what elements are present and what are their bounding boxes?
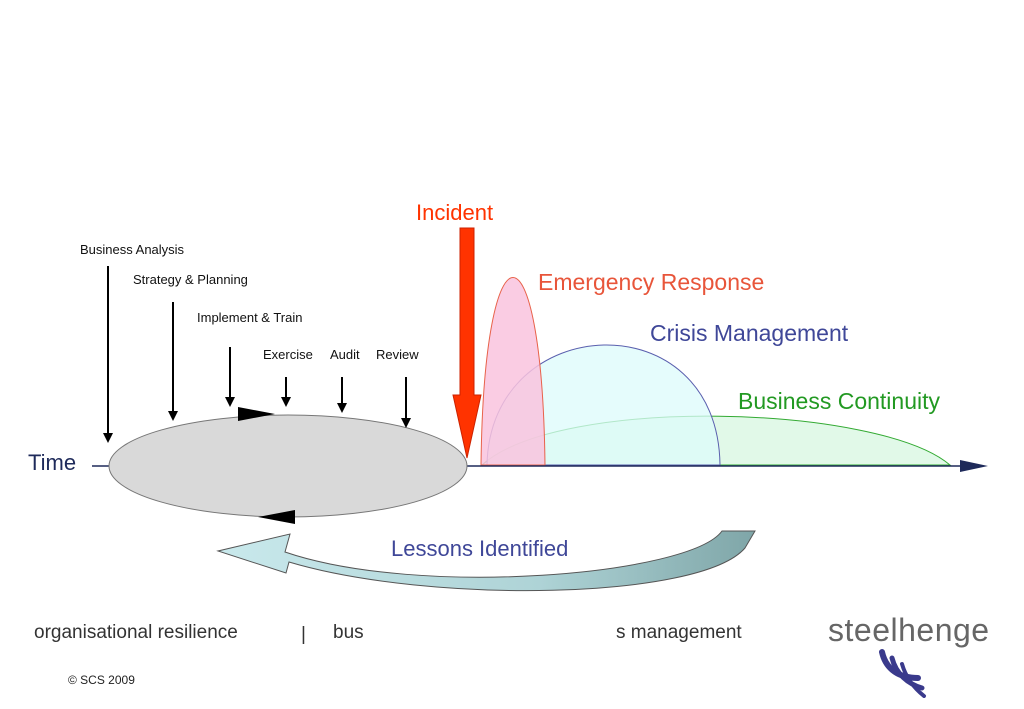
time-axis-arrowhead: [960, 460, 988, 472]
step-arrow-audit: [337, 377, 347, 413]
time-label: Time: [28, 450, 77, 475]
step-label-implement-train: Implement & Train: [197, 310, 303, 325]
crisis-management-label: Crisis Management: [650, 320, 849, 346]
brand-logo-icon: [879, 649, 926, 698]
footer-separator: |: [301, 624, 306, 645]
footer-left-text: organisational resilience: [34, 622, 238, 643]
step-arrow-strategy-planning: [168, 302, 178, 421]
business-continuity-label: Business Continuity: [738, 388, 940, 414]
emergency-response-curve: [480, 277, 546, 466]
step-arrow-business-analysis: [103, 266, 113, 443]
step-label-business-analysis: Business Analysis: [80, 242, 185, 257]
step-label-audit: Audit: [330, 347, 360, 362]
step-label-review: Review: [376, 347, 419, 362]
lessons-identified-label: Lessons Identified: [391, 536, 569, 561]
step-arrow-review: [401, 377, 411, 428]
step-arrow-implement-train: [225, 347, 235, 407]
step-label-exercise: Exercise: [263, 347, 313, 362]
emergency-response-label: Emergency Response: [538, 269, 765, 295]
footer-middle-text: bus: [333, 622, 364, 643]
step-label-strategy-planning: Strategy & Planning: [133, 272, 248, 287]
incident-label: Incident: [416, 200, 494, 225]
step-arrow-exercise: [281, 377, 291, 407]
incident-arrow: [452, 227, 482, 459]
copyright: © SCS 2009: [68, 673, 135, 687]
cycle-arrow-top: [238, 407, 275, 421]
footer-right-text: s management: [616, 622, 742, 643]
lessons-identified-arrow: [216, 530, 756, 592]
brand-wordmark: steelhenge: [828, 612, 990, 648]
planning-cycle-ellipse: [108, 414, 468, 518]
cycle-arrow-bottom: [258, 510, 295, 524]
